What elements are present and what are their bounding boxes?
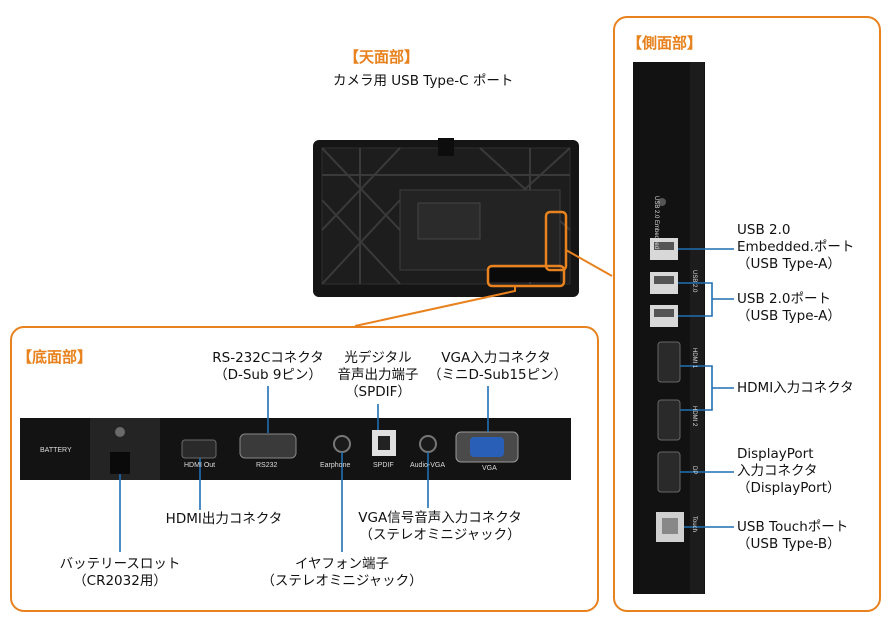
printed-battery: BATTERY	[40, 447, 72, 454]
earphone-line1: イヤフォン端子	[294, 556, 390, 572]
vga-line1: VGA入力コネクタ	[441, 350, 551, 366]
bottom-leader-lines	[119, 386, 489, 552]
usb2-line2: （USB Type-A）	[737, 308, 841, 324]
side-leader-lines	[678, 248, 734, 528]
bottom-section-frame	[10, 326, 599, 612]
usb-embedded-line2: Embedded.ポート	[737, 239, 855, 255]
hdmi-in-label: HDMI入力コネクタ	[737, 380, 854, 396]
battery-slot-line1: バッテリースロット	[59, 556, 181, 572]
hdmi-out-label: HDMI出力コネクタ	[165, 511, 283, 527]
top-device-back	[313, 138, 579, 297]
camera-port-label: カメラ用 USB Type-C ポート	[333, 73, 514, 89]
usb-touch-line1: USB Touchポート	[737, 519, 849, 535]
vga-audio-line2: （ステレオミニジャック）	[359, 527, 521, 543]
printed-dp: DP	[691, 466, 697, 475]
earphone-line2: （ステレオミニジャック）	[261, 573, 423, 589]
printed-spdif: SPDIF	[373, 462, 394, 469]
rs232c-line1: RS-232Cコネクタ	[212, 350, 324, 366]
vga-audio-line1: VGA信号音声入力コネクタ	[358, 510, 522, 526]
vga-line2: （ミニD-Sub15ピン）	[428, 367, 568, 383]
displayport-line2: 入力コネクタ	[737, 463, 818, 479]
printed-usb-embedded: USB 2.0 Embedded	[653, 196, 659, 250]
rs232c-line2: （D-Sub 9ピン）	[214, 367, 322, 383]
battery-slot-line2: （CR2032用）	[73, 573, 167, 589]
usb-embedded-line1: USB 2.0	[737, 222, 791, 238]
usb-touch-label: USB Touchポート （USB Type-B）	[737, 519, 848, 553]
spdif-line3: （SPDIF）	[345, 384, 411, 400]
displayport-line1: DisplayPort	[737, 446, 814, 462]
usb-embedded-line3: （USB Type-A）	[737, 256, 841, 272]
battery-slot-label: バッテリースロット （CR2032用）	[50, 556, 190, 590]
rs232c-label: RS-232Cコネクタ （D-Sub 9ピン）	[190, 350, 346, 384]
spdif-line1: 光デジタル	[344, 350, 412, 366]
printed-hdmi2: HDMI 2	[691, 406, 697, 427]
usb2-label: USB 2.0ポート （USB Type-A）	[737, 291, 841, 325]
usb2-line1: USB 2.0ポート	[737, 291, 831, 307]
vga-label: VGA入力コネクタ （ミニD-Sub15ピン）	[428, 350, 568, 384]
printed-hdmi-out: HDMI Out	[184, 462, 216, 469]
bottom-device	[20, 418, 571, 480]
top-section-title: 【天面部】	[344, 48, 420, 66]
printed-touch: Touch	[691, 516, 697, 533]
displayport-label: DisplayPort 入力コネクタ （DisplayPort）	[737, 446, 841, 497]
spdif-line2: 音声出力端子	[337, 367, 419, 383]
callout-connectors	[354, 249, 613, 327]
usb-embedded-label: USB 2.0 Embedded.ポート （USB Type-A）	[737, 222, 854, 273]
displayport-line3: （DisplayPort）	[737, 480, 841, 496]
usb-touch-line2: （USB Type-B）	[737, 536, 841, 552]
printed-rs232: RS232	[256, 462, 278, 469]
earphone-label: イヤフォン端子 （ステレオミニジャック）	[258, 556, 426, 590]
side-device	[633, 62, 705, 594]
spdif-label: 光デジタル 音声出力端子 （SPDIF）	[326, 350, 430, 401]
printed-hdmi1: HDMI 1	[691, 348, 697, 369]
printed-vga: VGA	[482, 465, 497, 472]
printed-usb-a: USB 2.0	[691, 270, 697, 293]
side-section-title: 【側面部】	[627, 34, 703, 52]
side-section-frame	[613, 16, 881, 612]
printed-audio-vga: Audio-VGA	[410, 462, 446, 469]
bottom-section-title: 【底面部】	[17, 348, 93, 366]
vga-audio-label: VGA信号音声入力コネクタ （ステレオミニジャック）	[350, 510, 530, 544]
printed-earphone: Earphone	[320, 462, 351, 469]
